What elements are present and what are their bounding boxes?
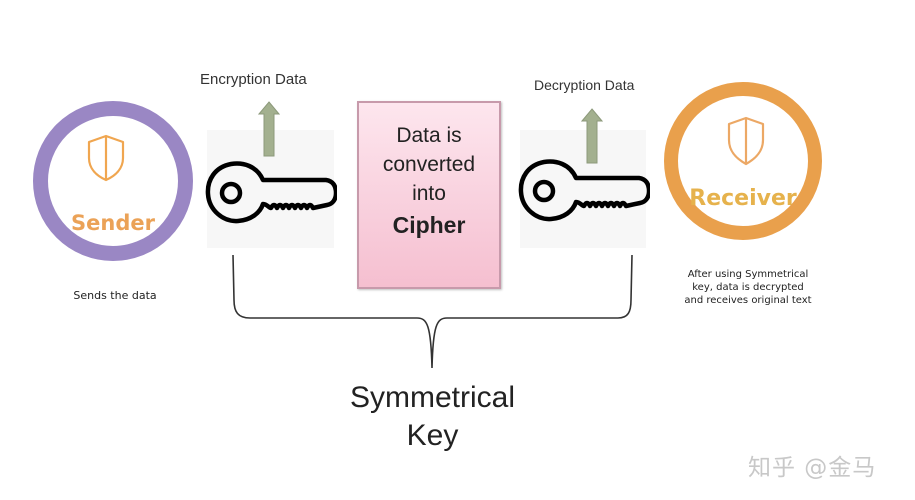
cipher-text-line: converted — [382, 153, 476, 176]
encryption-data-label: Encryption Data — [200, 71, 307, 88]
receiver-caption-line: key, data is decrypted — [692, 282, 804, 293]
sender-node: Sender — [33, 101, 193, 261]
receiver-caption-line: and receives original text — [684, 295, 812, 306]
decryption-key-panel — [520, 130, 646, 248]
shield-icon — [87, 134, 125, 182]
receiver-node: Receiver — [664, 82, 822, 240]
key-icon — [518, 159, 650, 222]
cipher-box: Data is converted into Cipher — [357, 101, 501, 289]
symmetrical-key-label: Symmetrical Key — [330, 379, 535, 455]
symmetrical-key-line: Symmetrical — [349, 381, 515, 414]
watermark: 知乎 @金马 — [748, 455, 877, 481]
receiver-label: Receiver — [689, 186, 797, 211]
curly-brace — [232, 254, 633, 369]
receiver-caption: After using Symmetrical key, data is dec… — [668, 268, 828, 307]
sender-label: Sender — [71, 211, 155, 235]
cipher-emphasis: Cipher — [392, 212, 466, 238]
shield-icon — [727, 116, 765, 166]
receiver-caption-line: After using Symmetrical — [687, 269, 809, 280]
arrow-up-icon — [581, 108, 603, 164]
cipher-text-line: into — [412, 182, 446, 205]
symmetrical-key-line: Key — [406, 419, 459, 452]
decryption-data-label: Decryption Data — [534, 77, 635, 93]
key-icon — [205, 161, 337, 224]
sender-caption: Sends the data — [73, 289, 157, 302]
arrow-up-icon — [258, 101, 280, 157]
cipher-text-line: Data is — [396, 124, 462, 147]
